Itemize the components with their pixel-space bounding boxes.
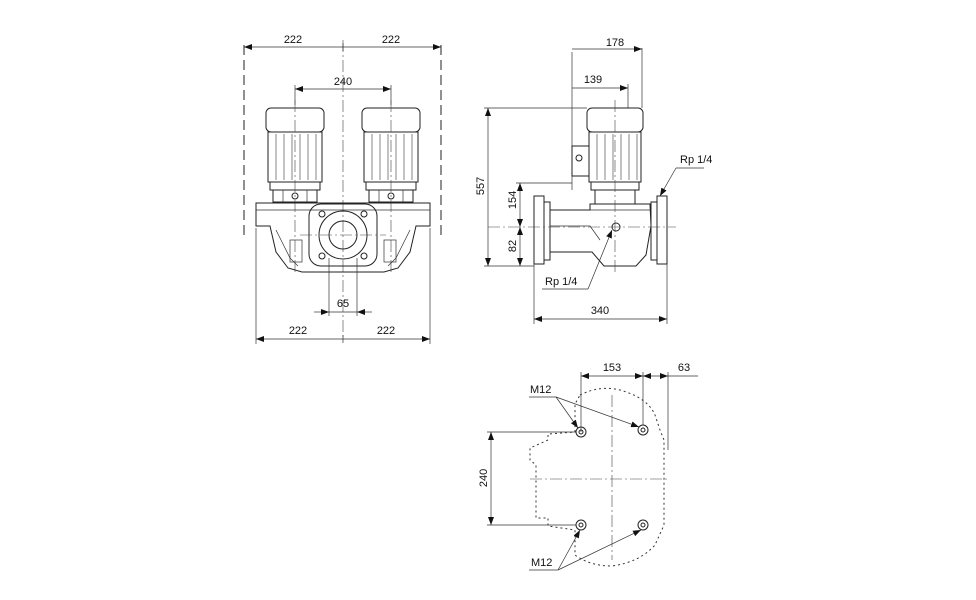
dim-side-340: 340 — [591, 305, 609, 317]
dim-motor-spacing: 240 — [334, 76, 352, 88]
front-view: 222 222 240 — [243, 34, 442, 344]
base-hole-bottom-left — [575, 519, 587, 531]
label-m12-bottom: M12 — [531, 557, 552, 569]
front-top-dimension — [244, 43, 441, 51]
side-pump-body — [533, 195, 668, 267]
dim-side-139: 139 — [584, 74, 602, 86]
label-rp-top: Rp 1/4 — [680, 154, 712, 166]
dim-front-bottom-left: 222 — [289, 325, 307, 337]
dim-front-top-left: 222 — [284, 34, 302, 46]
side-motor — [571, 107, 644, 205]
base-hole-top-right — [637, 424, 649, 436]
dim-side-82: 82 — [507, 240, 519, 252]
side-view: 178 139 — [475, 37, 712, 324]
dim-base-153: 153 — [603, 362, 621, 374]
dim-front-bottom-right: 222 — [377, 325, 395, 337]
label-m12-top: M12 — [530, 384, 551, 396]
label-rp-bottom: Rp 1/4 — [545, 276, 577, 288]
dim-side-557: 557 — [475, 177, 487, 195]
dim-base-240: 240 — [478, 469, 490, 487]
dim-base-63: 63 — [678, 362, 690, 374]
base-hole-bottom-right — [637, 519, 649, 531]
pump-housing — [255, 202, 431, 273]
dim-side-178: 178 — [606, 37, 624, 49]
dim-front-top-right: 222 — [382, 34, 400, 46]
dim-side-154: 154 — [507, 191, 519, 209]
dim-port-diameter: 65 — [337, 298, 349, 310]
base-view: 153 63 240 M12 M12 — [478, 362, 698, 571]
